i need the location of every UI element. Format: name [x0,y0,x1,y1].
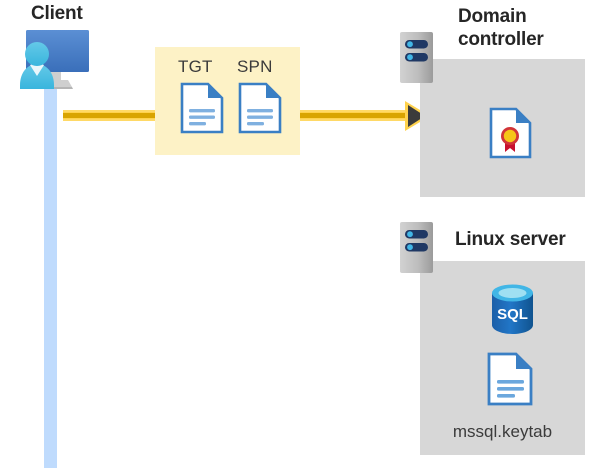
tgt-document-icon [180,82,224,139]
client-title: Client [31,3,83,24]
sql-database-icon: SQL [488,283,537,340]
certificate-icon [489,107,532,164]
user-monitor-icon [6,27,102,102]
client-vertical-line [44,60,57,468]
spn-label: SPN [237,57,273,76]
keytab-document-icon [487,352,533,411]
keytab-filename-label: mssql.keytab [452,422,553,441]
linux-server-title: Linux server [455,229,566,250]
tgt-label: TGT [178,57,213,76]
spn-document-icon [238,82,282,139]
domain-controller-title: Domain controller [458,6,544,50]
linux-server-tower-icon [400,222,433,273]
sql-icon-text: SQL [497,306,528,323]
domain-controller-server-tower-icon [400,32,433,83]
